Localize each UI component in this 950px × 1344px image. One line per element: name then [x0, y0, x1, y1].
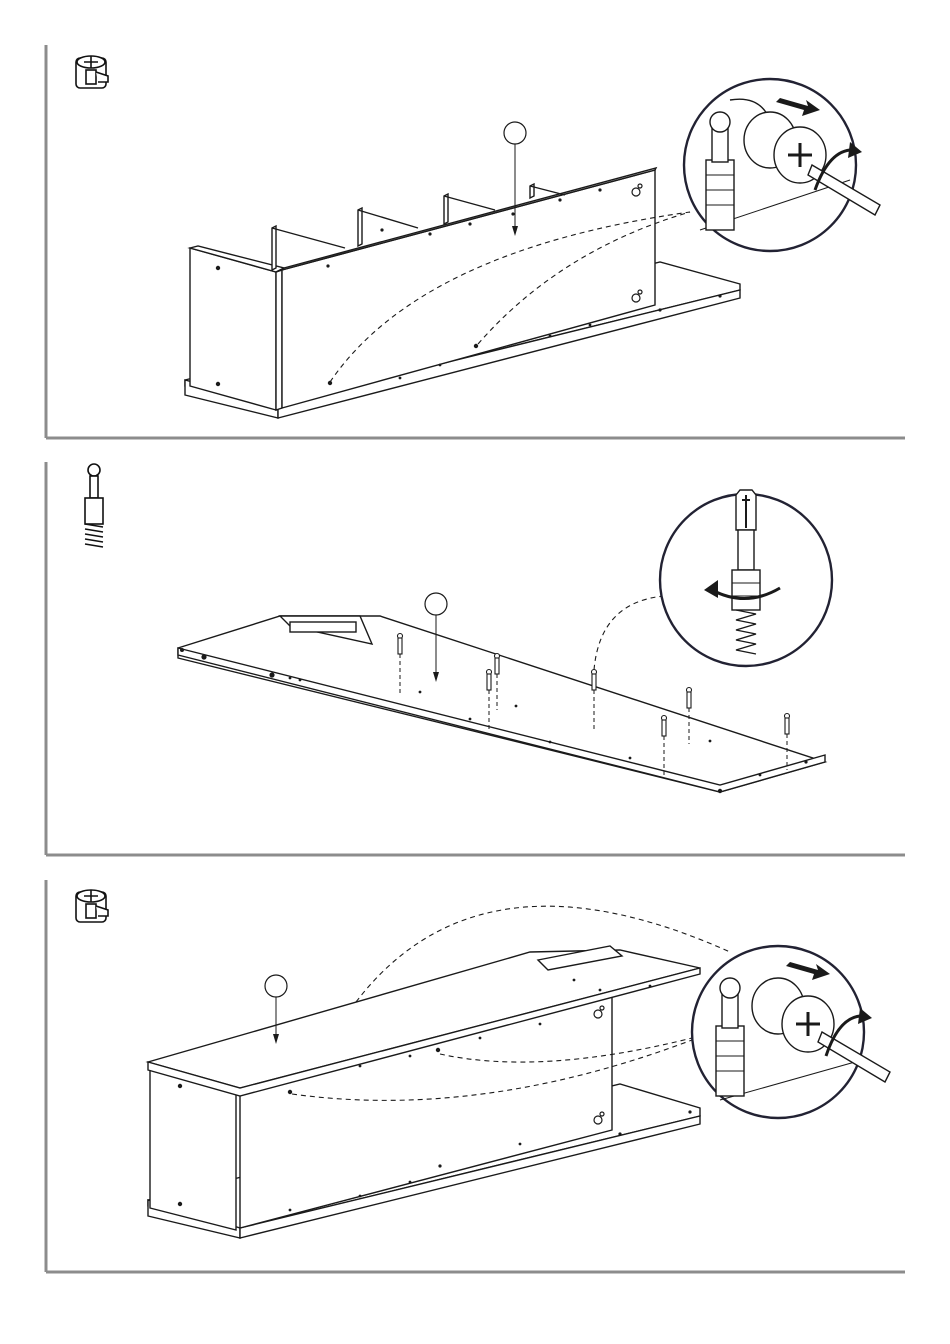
cam-lock-tightening-detail-icon	[692, 946, 890, 1118]
assembly-step-panel-3	[0, 860, 950, 1280]
part-callout-marker	[265, 975, 287, 997]
part-callout-marker	[504, 122, 526, 144]
detail-lead-line	[594, 596, 664, 670]
cam-lock-tightening-detail-icon	[684, 79, 880, 251]
cabinet-frame	[185, 168, 740, 418]
part-callout-marker	[425, 593, 447, 615]
assembly-step-panel-1	[0, 0, 950, 440]
step-3-illustration	[0, 860, 950, 1280]
cam-bolt-icon	[85, 464, 103, 547]
step-1-illustration	[0, 0, 950, 440]
cam-lock-icon	[76, 56, 108, 88]
assembly-step-panel-2	[0, 440, 950, 860]
cam-bolt-screwing-detail-icon	[660, 490, 832, 666]
cam-lock-icon	[76, 890, 108, 922]
cabinet-assembled	[148, 946, 700, 1238]
step-2-illustration	[0, 440, 950, 860]
